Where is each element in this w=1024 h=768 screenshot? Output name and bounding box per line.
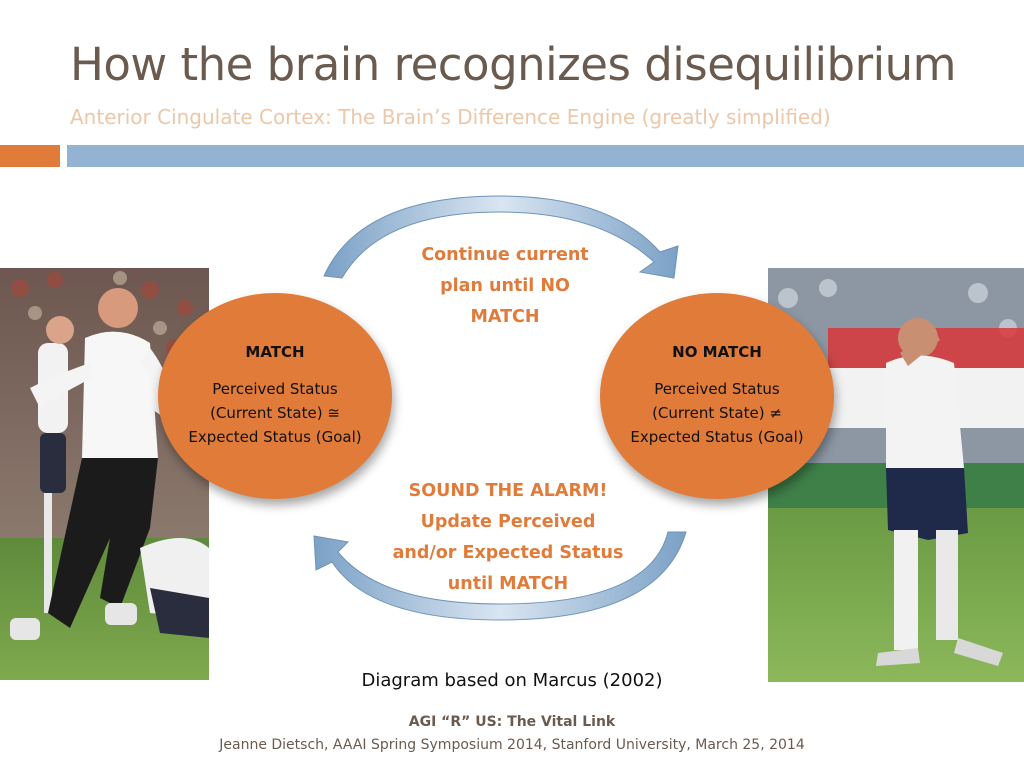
sound-alarm-label: SOUND THE ALARM! Update Perceived and/or… (392, 481, 624, 594)
slide-title: How the brain recognizes disequilibrium (70, 38, 956, 91)
bottom-cycle-arrow (313, 531, 687, 621)
diagram-credit: Diagram based on Marcus (2002) (361, 670, 663, 691)
match-heading: MATCH (245, 343, 305, 361)
accent-bar-blue (67, 145, 1024, 167)
continue-plan-label: Continue current plan until NO MATCH (421, 245, 589, 327)
match-condition: Perceived Status (Current State) ≅ Expec… (188, 380, 362, 446)
no-match-condition: Perceived Status (Current State) ≠ Expec… (630, 380, 804, 446)
accent-bar-orange (0, 145, 60, 167)
no-match-circle: NO MATCH Perceived Status (Current State… (600, 293, 834, 499)
cycle-arrows (313, 195, 687, 621)
top-cycle-arrow (323, 195, 679, 279)
celebration-photo (0, 268, 209, 680)
no-match-heading: NO MATCH (672, 343, 762, 361)
footer-byline: Jeanne Dietsch, AAAI Spring Symposium 20… (219, 737, 805, 753)
footer-title: AGI “R” US: The Vital Link (408, 714, 616, 730)
match-circle: MATCH Perceived Status (Current State) ≅… (158, 293, 392, 499)
slide-subtitle: Anterior Cingulate Cortex: The Brain’s D… (70, 105, 831, 129)
